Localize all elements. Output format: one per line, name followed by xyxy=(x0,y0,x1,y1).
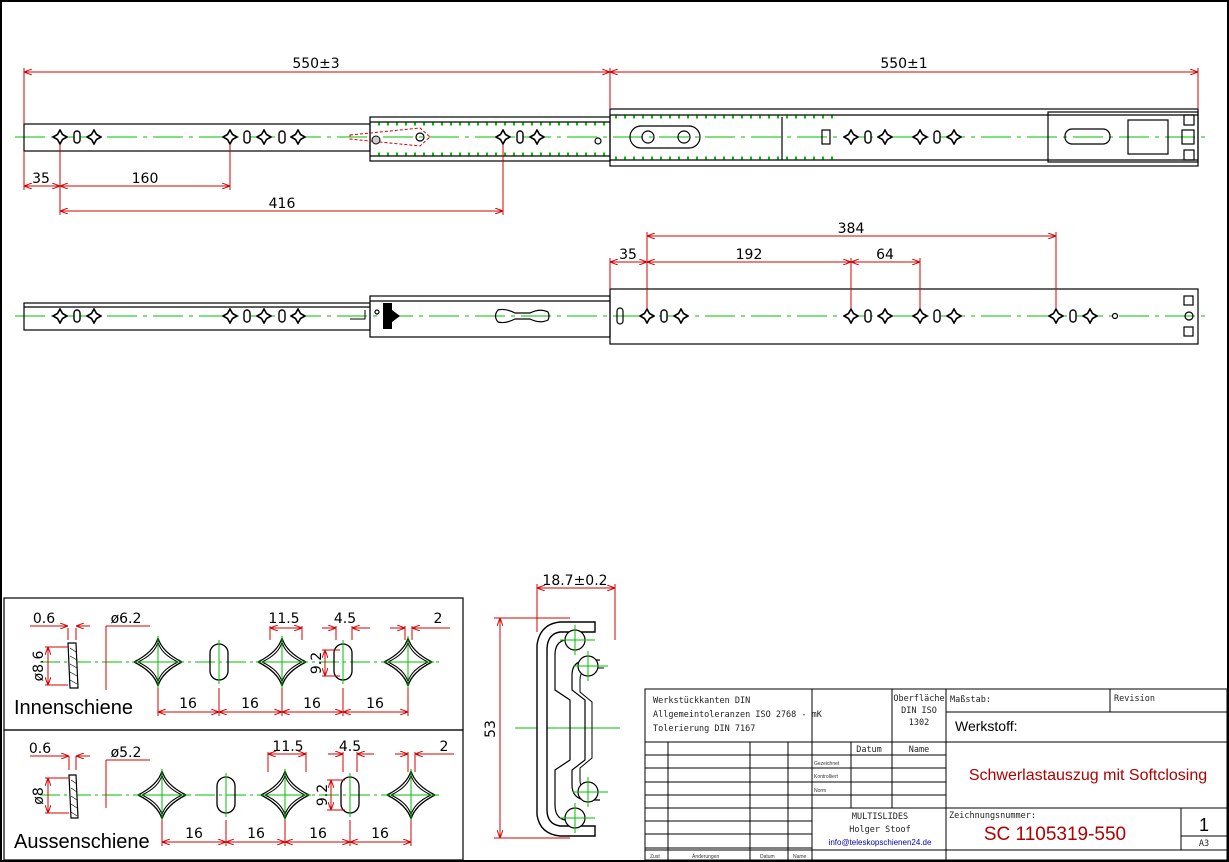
outer-height: ø8 xyxy=(31,787,47,804)
side-view: 384 35 192 64 xyxy=(15,221,1205,345)
outer-pitch-3: 16 xyxy=(309,826,327,842)
revision-label: Revision xyxy=(1114,694,1155,704)
inner-width-4-5: 4.5 xyxy=(334,611,356,627)
dim-192: 192 xyxy=(736,247,763,263)
massstab-label: Maßstab: xyxy=(950,695,991,705)
dim-384: 384 xyxy=(838,221,865,237)
outer-pitch-1: 16 xyxy=(185,826,203,842)
outer-width-11-5: 11.5 xyxy=(272,739,303,755)
top-view: 550±3 550±1 35 160 416 xyxy=(15,56,1205,215)
inner-thickness: 0.6 xyxy=(33,611,55,627)
profile-height: 53 xyxy=(483,720,499,738)
kontrolliert-label: Kontrolliert xyxy=(814,774,839,780)
inner-pitch-2: 16 xyxy=(241,696,259,712)
aussenschiene-label: Aussenschiene xyxy=(14,831,150,853)
dim-550-1: 550±1 xyxy=(880,56,927,72)
inner-pitch-1: 16 xyxy=(179,696,197,712)
dim-416: 416 xyxy=(269,196,296,212)
profile-cross-section: 18.7±0.2 53 xyxy=(483,573,620,839)
dim-64: 64 xyxy=(876,247,894,263)
inner-height: ø8.6 xyxy=(31,650,47,681)
dim-35: 35 xyxy=(32,171,50,187)
oberflaeche-3: 1302 xyxy=(909,718,929,728)
oberflaeche-1: Oberfläche xyxy=(893,694,944,704)
dim-35-b: 35 xyxy=(619,247,637,263)
drawing-title: Schwerlastauszug mit Softclosing xyxy=(969,767,1207,784)
oberflaeche-2: DIN ISO xyxy=(901,706,937,716)
outer-height-9-2: 9.2 xyxy=(315,784,331,806)
datum-header: Datum xyxy=(856,745,882,755)
name-header: Name xyxy=(909,745,929,755)
outer-thickness: 0.6 xyxy=(29,741,51,757)
werkstoff-label: Werkstoff: xyxy=(955,718,1018,734)
norm-label: Norm xyxy=(814,788,826,794)
inner-width-11-5: 11.5 xyxy=(268,611,299,627)
footer-aenderungen: Änderungen xyxy=(692,853,719,860)
inner-edge: 2 xyxy=(434,611,443,627)
sheet-format: A3 xyxy=(1199,839,1209,849)
innenschiene-label: Innenschiene xyxy=(14,697,133,719)
footer-name: Name xyxy=(793,854,807,860)
title-block-text: Werkstückkanten DIN Allgemeintoleranzen … xyxy=(650,694,1209,860)
note-2: Allgemeintoleranzen ISO 2768 - mK xyxy=(653,710,823,720)
outer-pitch-4: 16 xyxy=(371,826,389,842)
hole-detail-panel: 0.6 ø6.2 ø8.6 11.5 4.5 9.2 2 xyxy=(3,597,464,861)
note-1: Werkstückkanten DIN xyxy=(653,696,750,706)
contact-email: info@teleskopschienen24.de xyxy=(829,838,932,847)
outer-width-4-5: 4.5 xyxy=(339,739,361,755)
dim-160: 160 xyxy=(132,171,159,187)
inner-hole-dia: ø6.2 xyxy=(111,611,142,627)
footer-zust: Zust xyxy=(650,854,660,860)
dim-550-3: 550±3 xyxy=(292,56,339,72)
title-block xyxy=(644,688,1228,861)
innenschiene-detail: 0.6 ø6.2 ø8.6 11.5 4.5 9.2 2 xyxy=(14,611,450,719)
inner-pitch-3: 16 xyxy=(303,696,321,712)
company-name: MULTISLIDES xyxy=(852,812,908,822)
sheet-number: 1 xyxy=(1199,815,1209,835)
outer-edge: 2 xyxy=(440,739,449,755)
zeichnungsnummer-label: Zeichnungsnummer: xyxy=(949,811,1036,821)
profile-width: 18.7±0.2 xyxy=(542,573,607,589)
drawing-number: SC 1105319-550 xyxy=(984,824,1126,845)
person-name: Holger Stoof xyxy=(849,825,910,835)
inner-height-9-2: 9.2 xyxy=(309,652,325,674)
inner-pitch-4: 16 xyxy=(366,696,384,712)
aussenschiene-detail: 0.6 ø5.2 ø8 11.5 4.5 9.2 2 xyxy=(14,739,454,853)
gezeichnet-label: Gezeichnet xyxy=(814,761,840,767)
note-3: Tolerierung DIN 7167 xyxy=(653,724,755,734)
footer-datum: Datum xyxy=(760,854,775,860)
outer-hole-dia: ø5.2 xyxy=(111,745,142,761)
outer-pitch-2: 16 xyxy=(247,826,265,842)
